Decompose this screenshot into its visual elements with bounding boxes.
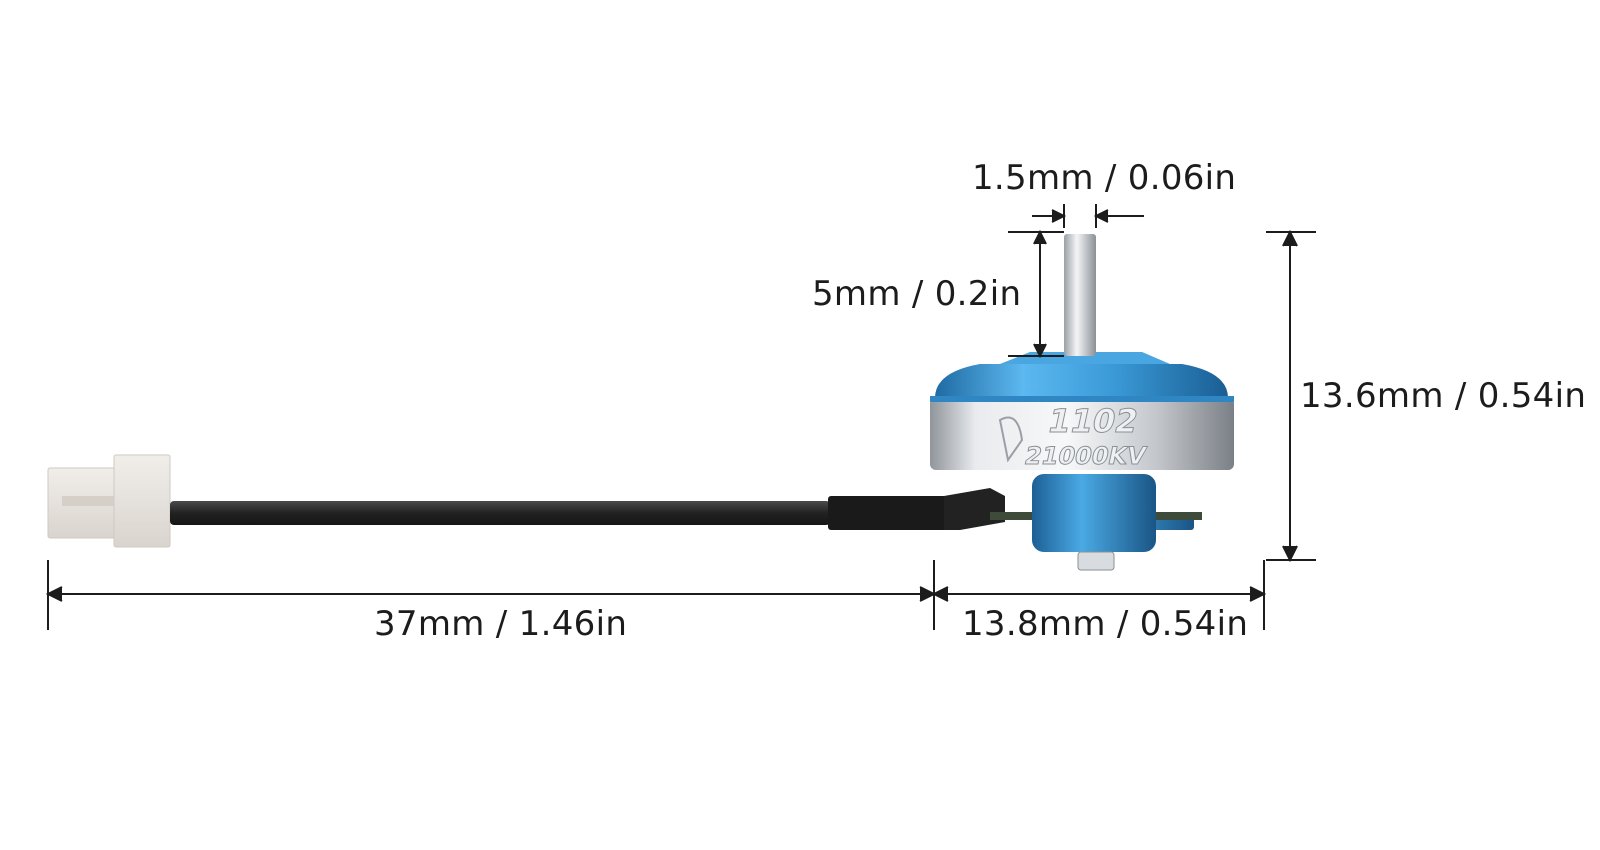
motor-kv-text: 21000KV: [1022, 441, 1149, 470]
shaft-length-label: 5mm / 0.2in: [812, 274, 1022, 314]
cable-length-dim: [45, 560, 937, 630]
motor-diameter-label: 13.8mm / 0.54in: [962, 604, 1249, 644]
cable: [170, 488, 1005, 530]
motor-model-text: 1102: [1044, 402, 1141, 440]
connector: [47, 454, 171, 548]
brand-logo-icon: [998, 416, 1024, 463]
motor-height-dim: [1266, 229, 1316, 563]
dimension-lines: [45, 204, 1316, 630]
shaft-diameter-dim: [1032, 204, 1144, 228]
cable-length-label: 37mm / 1.46in: [374, 604, 628, 644]
shaft-diameter-label: 1.5mm / 0.06in: [972, 158, 1237, 198]
motor: 1102 21000KV: [930, 234, 1234, 571]
motor-height-label: 13.6mm / 0.54in: [1300, 376, 1587, 416]
motor-diameter-dim: [931, 560, 1267, 630]
shaft-length-dim: [1008, 229, 1064, 359]
